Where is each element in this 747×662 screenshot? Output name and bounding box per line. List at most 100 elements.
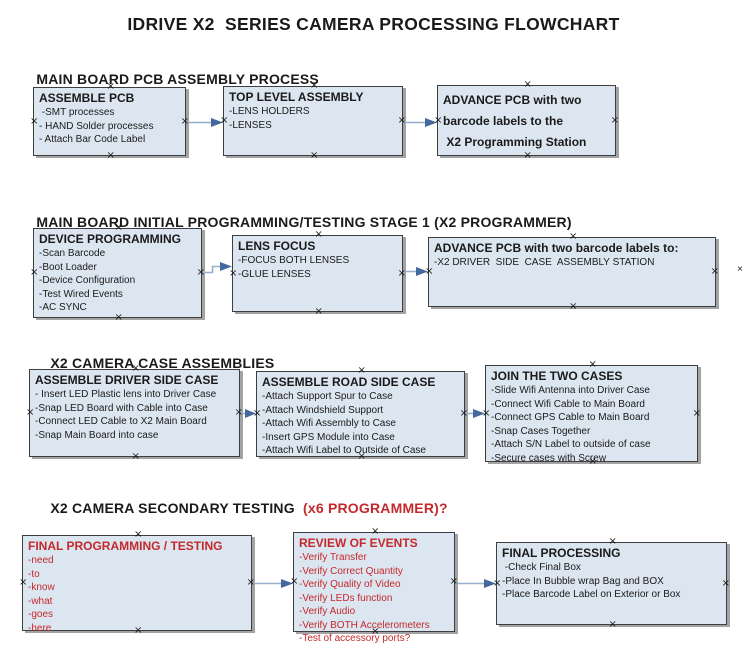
connection-point-icon: × [721,577,730,589]
box-items: -FOCUS BOTH LENSES-GLUE LENSES [238,254,397,281]
box-item: -Verify Correct Quantity [299,565,403,577]
section-heading-pcb-assembly: MAIN BOARD PCB ASSEMBLY PROCESS [20,55,319,103]
connector-line [203,265,221,274]
connection-point-icon: × [357,451,366,462]
connection-point-icon: × [737,264,743,275]
flow-box-review-of-events: REVIEW OF EVENTS -Verify Transfer-Verify… [290,527,458,645]
connection-point-icon: × [196,267,205,278]
box-item: -Connect LED Cable to X2 Main Board [35,416,207,427]
connector-arrow [203,262,232,274]
box-item: -Connect GPS Cable to Main Board [491,412,650,423]
connection-point-icon: × [106,81,115,92]
connection-point-icon: × [397,267,406,279]
connector-arrow [253,579,293,588]
box-item: -Test of accessory ports? [299,633,411,644]
box-title: JOIN THE TWO CASES [491,369,623,383]
connection-point-icon: × [30,115,39,127]
box-items: -Verify Transfer-Verify Correct Quantity… [299,551,449,646]
connection-point-icon: × [397,115,406,126]
box-item: -Secure cases with Screw [491,452,607,464]
box-title: TOP LEVEL ASSEMBLY [229,90,364,104]
box-item: -Slide Wifi Antenna into Driver Case [491,385,650,396]
connection-point-icon: × [314,229,323,240]
box-item: -Snap Cases Together [491,425,591,437]
flow-box-final-programming-testing: FINAL PROGRAMMING / TESTING -need-to-kno… [19,530,255,636]
box-item: -Connect Wifi Cable to Main Board [491,398,645,410]
flow-box-lens-focus: LENS FOCUS -FOCUS BOTH LENSES-GLUE LENSE… [229,230,406,317]
connection-point-icon: × [131,363,140,374]
box-title: ASSEMBLE ROAD SIDE CASE [262,375,436,389]
flow-box-assemble-pcb: ASSEMBLE PCB -SMT processes- HAND Solder… [30,82,189,161]
box-title: FINAL PROGRAMMING / TESTING [28,539,223,553]
connection-point-icon: × [434,114,443,126]
flow-box-final-processing: FINAL PROCESSING -Check Final Box -Place … [493,537,730,630]
box-item: -know [28,582,55,593]
section-heading-case-assemblies: X2 CAMERA CASE ASSEMBLIES [34,339,274,387]
connection-point-icon: × [608,619,617,630]
box-items: -LENS HOLDERS -LENSES [229,105,397,132]
box-items: -SMT processes - HAND Solder processes - A… [39,106,180,147]
box-item: -Verify Quality of Video [299,579,401,590]
connection-point-icon: × [246,577,255,588]
box-item: -Verify LEDs function [299,592,393,604]
section-heading-text: X2 CAMERA SECONDARY TESTING [50,500,304,516]
connection-point-icon: × [523,79,532,90]
box-title: REVIEW OF EVENTS [299,536,418,550]
section-heading-text: MAIN BOARD PCB ASSEMBLY PROCESS [36,71,319,87]
box-items: -X2 DRIVER SIDE CASE ASSEMBLY STATION [434,256,710,270]
connection-point-icon: × [692,407,701,419]
connection-point-icon: × [310,150,319,161]
connection-point-icon: × [588,456,597,467]
box-item: -Attach Windshield Support [262,404,384,416]
box-item: -FOCUS BOTH LENSES [238,255,350,266]
box-item: -Place In Bubble wrap Bag and BOX [502,575,664,587]
flow-box-advance-to-driver-side-station: ADVANCE PCB with two barcode labels to: … [425,232,719,312]
connection-point-icon: × [482,407,491,419]
connection-point-icon: × [314,306,323,317]
box-item: -Device Configuration [39,275,136,286]
connection-point-icon: × [30,267,39,278]
box-item: - HAND Solder processes [39,120,154,132]
box-item: -need [28,555,54,566]
box-item: - Insert LED Plastic lens into Driver Ca… [35,389,217,400]
connection-point-icon: × [26,407,35,418]
section-heading-secondary-testing: X2 CAMERA SECONDARY TESTING (x6 PROGRAMM… [34,484,448,532]
box-title: DEVICE PROGRAMMING [39,232,182,246]
section-heading-initial-programming: MAIN BOARD INITIAL PROGRAMMING/TESTING S… [20,198,572,246]
connection-point-icon: × [569,301,578,312]
box-item: -Boot Loader [39,261,97,273]
connection-point-icon: × [114,222,123,233]
connection-point-icon: × [710,266,719,277]
box-item: X2 Programming Station [443,135,587,149]
box-title: FINAL PROCESSING [502,546,621,560]
connection-point-icon: × [425,266,434,277]
flow-box-join-two-cases: JOIN THE TWO CASES -Slide Wifi Antenna i… [482,360,701,467]
box-item: - Attach Bar Code Label [39,134,146,145]
box-item: -AC SYNC [39,302,87,313]
connection-point-icon: × [610,114,619,126]
connector-arrow [404,118,437,127]
connector-arrow [187,118,223,127]
connection-point-icon: × [608,536,617,547]
box-item: -LENS HOLDERS [229,106,310,117]
box-item: -Check Final Box [502,562,581,573]
box-item: -Verify BOTH Accelerometers [299,619,430,631]
connection-point-icon: × [371,526,380,537]
section-heading-red-text: (x6 PROGRAMMER)? [303,500,448,516]
connection-point-icon: × [180,115,189,127]
box-item: -LENSES [229,119,272,131]
flow-box-device-programming: DEVICE PROGRAMMING -Scan Barcode-Boot Lo… [30,223,205,323]
connection-point-icon: × [131,451,140,462]
box-title: LENS FOCUS [238,239,316,253]
box-item: -here [28,622,52,634]
connection-point-icon: × [253,408,262,419]
box-item: -Snap Main Board into case [35,429,159,441]
box-item: -Attach Wifi Assembly to Case [262,418,396,429]
connection-point-icon: × [234,407,243,418]
section-heading-text: MAIN BOARD INITIAL PROGRAMMING/TESTING S… [36,214,572,230]
connection-point-icon: × [569,231,578,242]
box-item: -SMT processes [39,107,115,118]
connection-point-icon: × [290,576,299,587]
